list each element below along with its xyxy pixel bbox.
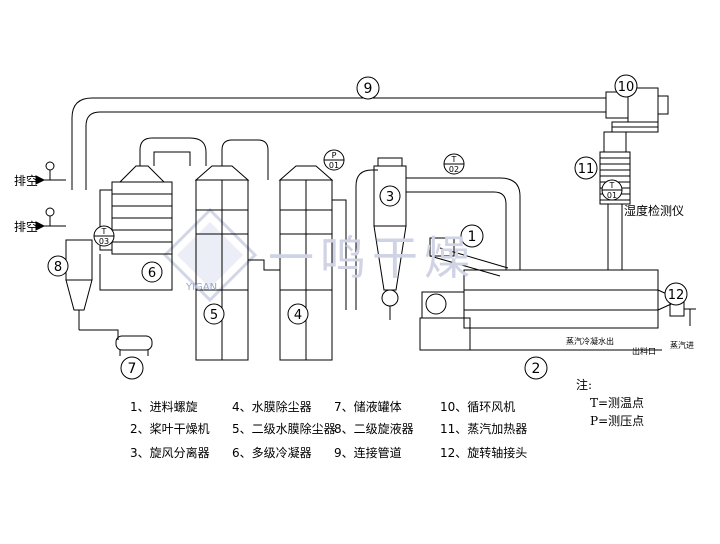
notes-temperature-def: T=测温点 [590,396,645,410]
marker-2: 2 [524,356,548,380]
svg-text:T: T [101,227,107,236]
svg-text:01: 01 [329,161,339,170]
rotary-joint [669,301,696,326]
marker-10: 10 [614,74,638,98]
instrument-t03: T 03 [93,225,115,247]
legend-item: 7、储液罐体 [334,400,402,414]
legend-item: 1、进料螺旋 [130,400,198,414]
svg-text:10: 10 [618,80,635,95]
svg-text:4: 4 [294,308,302,323]
marker-4: 4 [287,303,309,325]
instrument-t02: T 02 [443,153,465,175]
steam-inlet-label: 蒸汽进 [670,341,694,350]
legend-item: 9、连接管道 [334,446,402,460]
exhaust-valve-top [35,161,66,185]
svg-text:P: P [332,151,337,160]
multi-stage-condenser [99,137,207,291]
notes-title: 注: [576,378,593,392]
svg-text:3: 3 [386,190,394,205]
steam-heater [599,131,631,270]
instrument-p01: P 01 [323,149,345,171]
discharge-label: 出料口 [632,347,656,356]
instrument-t01: T 01 [601,179,623,201]
svg-text:12: 12 [668,288,685,303]
marker-12: 12 [664,282,688,306]
svg-text:2: 2 [532,361,541,377]
marker-7: 7 [120,356,144,380]
legend-item: 12、旋转轴接头 [440,446,528,460]
legend-item: 4、水膜除尘器 [232,400,312,414]
svg-text:7: 7 [128,361,137,377]
legend-item: 11、蒸汽加热器 [440,422,528,436]
svg-text:01: 01 [607,191,617,200]
legend-item: 6、多级冷凝器 [232,446,312,460]
dust-collector [248,165,347,361]
svg-text:02: 02 [449,165,459,174]
exhaust-label-top: 排空 [14,174,39,188]
svg-text:9: 9 [364,81,373,97]
watermark-brand: YIGAN [186,282,218,293]
legend-item: 10、循环风机 [440,400,516,414]
notes-pressure-def: P=测压点 [590,414,645,428]
watermark-text: 一鸣干燥 [268,231,476,285]
svg-text:T: T [609,181,615,190]
marker-6: 6 [141,261,163,283]
legend-item: 3、旋风分离器 [130,446,210,460]
secondary-dust-collector [194,139,269,361]
marker-5: 5 [203,303,225,325]
humidity-meter-label: 湿度检测仪 [624,204,685,218]
feed-screw [429,237,509,277]
svg-text:5: 5 [210,308,218,323]
marker-3: 3 [379,185,401,207]
svg-text:8: 8 [54,260,62,275]
svg-text:1: 1 [468,229,477,245]
legend-item: 2、桨叶干燥机 [130,422,210,436]
exhaust-label-bottom: 排空 [14,220,39,234]
svg-text:6: 6 [148,266,156,281]
marker-11: 11 [574,156,598,180]
watermark-logo [162,207,258,303]
svg-text:T: T [451,155,457,164]
svg-text:11: 11 [578,162,595,177]
connecting-pipe [71,97,606,190]
legend-item: 8、二级旋液器 [334,422,414,436]
steam-drain-label: 蒸汽冷凝水出 [566,337,614,346]
liquid-storage-tank [115,335,153,356]
exhaust-valve-bottom [35,207,66,231]
svg-text:03: 03 [99,237,109,246]
marker-1: 1 [460,224,484,248]
marker-9: 9 [356,76,380,100]
legend-item: 5、二级水膜除尘器 [232,422,336,436]
marker-8: 8 [47,255,69,277]
cyclone-separator [355,157,521,320]
circulation-fan [605,87,669,133]
